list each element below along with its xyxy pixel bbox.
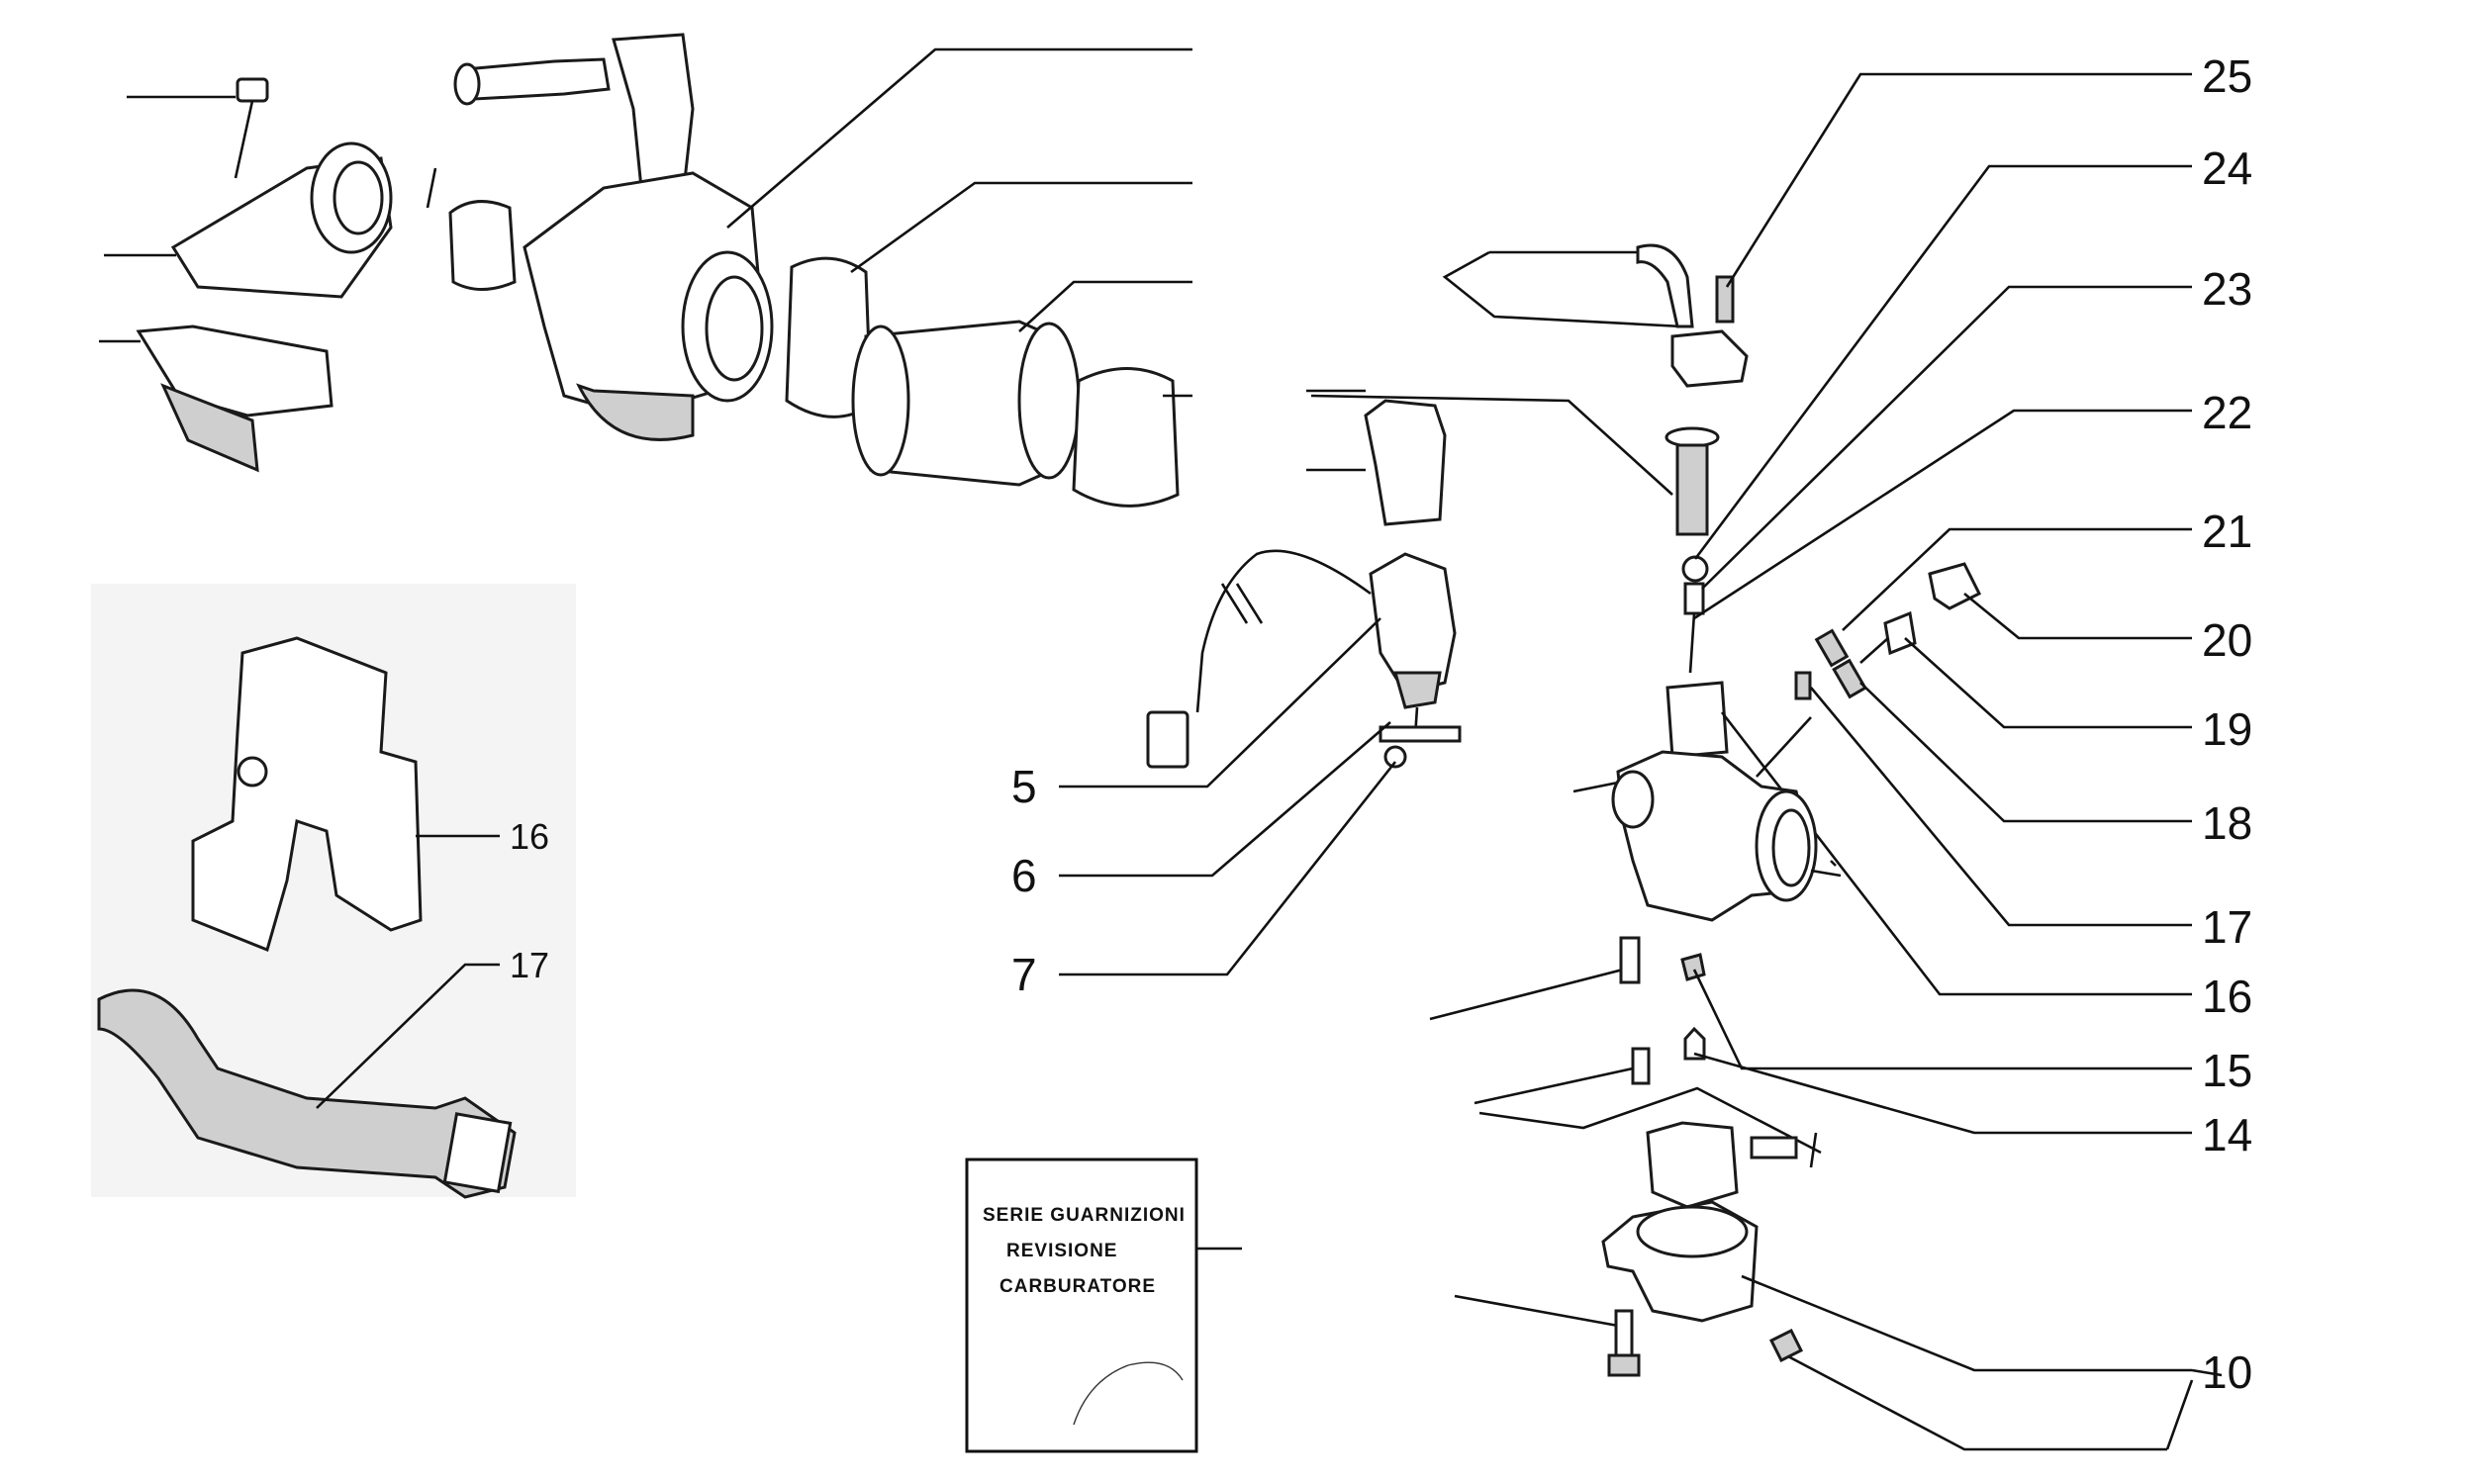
label-7: 7 — [1011, 949, 1037, 1000]
label-24: 24 — [2202, 142, 2252, 194]
intake-manifold-group — [99, 77, 393, 473]
throttle-cable-elbow — [462, 57, 611, 101]
label-5: 5 — [1011, 761, 1037, 812]
gasket-kit-box: SERIE GUARNIZIONI REVISIONE CARBURATORE — [965, 1158, 1242, 1453]
plug-cap-20 — [1928, 562, 1982, 610]
jet-needle — [1688, 612, 1696, 674]
label-15: 15 — [2202, 1045, 2252, 1096]
label-20: 20 — [2202, 614, 2252, 666]
bracket-screw — [1383, 745, 1407, 769]
washer — [1665, 426, 1720, 448]
hose-clamp-left — [448, 200, 517, 291]
cable-guide-tube — [1636, 243, 1694, 328]
label-17: 17 — [2202, 901, 2252, 953]
nut-15 — [1680, 953, 1706, 981]
choke-cap — [1364, 399, 1447, 526]
gasket-sketch — [1073, 1361, 1184, 1426]
carburetor-cover — [191, 636, 423, 953]
inset-panel: 16 17 — [91, 584, 576, 1199]
label-16: 16 — [2202, 971, 2252, 1022]
hose-clamp-right — [1072, 367, 1180, 508]
label-10: 10 — [2202, 1346, 2252, 1398]
float — [1646, 1121, 1739, 1209]
bowl-screw-head — [1607, 1353, 1641, 1377]
inset-label-17: 17 — [510, 945, 549, 985]
choke-bracket — [1379, 725, 1462, 743]
label-22: 22 — [2202, 387, 2252, 438]
carburetor-assembly-group — [426, 33, 1192, 508]
gasket-kit-card — [965, 1158, 1198, 1453]
label-23: 23 — [2202, 263, 2252, 315]
label-19: 19 — [2202, 703, 2252, 755]
reed-valve-block — [136, 325, 333, 417]
gasket-kit-line3: CARBURATORE — [999, 1276, 1156, 1297]
choke-cable — [1195, 549, 1372, 713]
label-25: 25 — [2202, 50, 2252, 102]
choke-group: 5 6 7 — [1011, 389, 1462, 1000]
needle-23 — [1683, 582, 1705, 615]
spring-25 — [1715, 275, 1735, 324]
gasket-kit-line2: REVISIONE — [1006, 1241, 1117, 1261]
label-14: 14 — [2202, 1109, 2252, 1160]
drain-screw — [1768, 1328, 1804, 1363]
label-6: 6 — [1011, 850, 1037, 901]
jet-18 — [1832, 658, 1867, 699]
float-needle — [1750, 1136, 1798, 1159]
idle-screw-21 — [1814, 628, 1850, 668]
throttle-valve — [1665, 681, 1729, 759]
cable-connector — [1146, 710, 1189, 769]
intake-duct-hose — [97, 988, 517, 1199]
needle-clip-24 — [1681, 555, 1709, 583]
choke-plunger-body — [1369, 552, 1457, 695]
float-pin — [1631, 1047, 1651, 1085]
inset-label-16: 16 — [510, 816, 549, 857]
manifold-screw — [236, 77, 269, 103]
jet-holder-19 — [1883, 610, 1917, 656]
cable-adjuster — [1670, 329, 1749, 388]
gasket-kit-line1: SERIE GUARNIZIONI — [983, 1205, 1186, 1226]
seal-14 — [1683, 1026, 1706, 1061]
label-21: 21 — [2202, 506, 2252, 557]
screw-17 — [1794, 671, 1812, 700]
main-jet-screw — [1619, 936, 1641, 984]
label-18: 18 — [2202, 797, 2252, 849]
float-bowl — [576, 383, 695, 441]
carb-exploded-group: 25 24 23 22 16 21 20 19 18 — [1310, 50, 2252, 1451]
throttle-spring — [1675, 443, 1709, 536]
